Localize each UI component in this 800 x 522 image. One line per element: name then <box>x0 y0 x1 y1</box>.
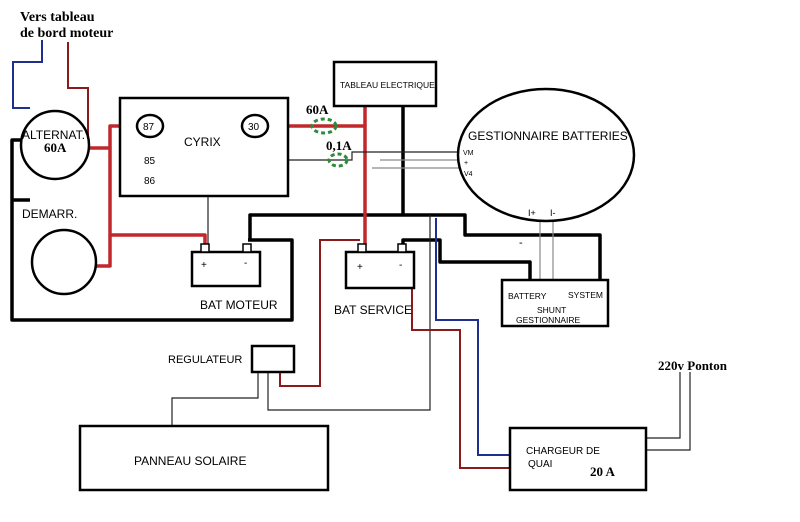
iplus-label: I+ <box>528 208 536 218</box>
battery-manager-label: GESTIONNAIRE BATTERIES <box>468 129 628 143</box>
shore-charger-label-line1: CHARGEUR DE <box>526 446 600 457</box>
fuse-01a <box>327 152 349 168</box>
electrical-panel-label: TABLEAU ELECTRIQUE <box>340 80 435 90</box>
terminal-86-label: 86 <box>144 176 156 187</box>
starter-motor <box>30 228 98 296</box>
iminus-label: I- <box>550 208 556 218</box>
battery-manager <box>456 87 636 223</box>
service-battery-positive-post <box>357 243 367 253</box>
shore-charger <box>508 426 648 492</box>
dashboard-label-line1: Vers tableau <box>20 10 95 25</box>
engine-battery-negative-post <box>242 243 252 253</box>
shore-power-label: 220v Ponton <box>658 358 728 373</box>
fuse-60a <box>310 117 338 135</box>
electrical-panel <box>332 60 438 108</box>
charger-red-wire <box>411 262 510 469</box>
starter-label: DEMARR. <box>22 207 77 221</box>
shunt <box>500 278 610 328</box>
dashboard-red-wire <box>67 42 89 140</box>
dashboard-label-line2: de bord moteur <box>20 26 113 41</box>
terminal-85-label: 85 <box>144 156 156 167</box>
fuse-60a-label: 60A <box>306 102 329 117</box>
engine-battery-minus: - <box>244 258 247 269</box>
shunt-label-line1: SHUNT <box>537 305 566 315</box>
terminal-87-label: 87 <box>143 122 155 133</box>
regulator-label: REGULATEUR <box>168 354 242 366</box>
terminal-87 <box>135 113 165 139</box>
cyrix-label: CYRIX <box>184 135 221 149</box>
engine-battery-positive-post <box>200 243 210 253</box>
alternator-label: ALTERNAT. <box>22 128 85 142</box>
shore-charger-rating: 20 A <box>590 464 616 479</box>
service-battery-minus: - <box>399 260 402 271</box>
shunt-battery-label: BATTERY <box>508 291 547 301</box>
vm-terminal-label: VM <box>463 150 474 157</box>
ground-bus-service <box>401 238 532 285</box>
reg-wire-red <box>279 239 360 387</box>
service-battery-negative-post <box>397 243 407 253</box>
engine-battery-plus: + <box>201 260 207 271</box>
regulator <box>250 344 296 374</box>
shunt-label-line2: GESTIONNAIRE <box>516 315 581 325</box>
engine-battery <box>190 250 262 288</box>
shore-charger-label-line2: QUAI <box>528 459 552 470</box>
engine-battery-label: BAT MOTEUR <box>200 298 278 312</box>
terminal-30 <box>240 113 270 139</box>
shunt-system-label: SYSTEM <box>568 290 603 300</box>
alternator <box>19 109 91 181</box>
red-starter <box>96 235 112 268</box>
red-alt-to-batmoteur <box>108 148 207 245</box>
ground-bus-main <box>248 213 602 285</box>
solar-wire-2 <box>267 215 431 411</box>
ground-bus-engine <box>10 138 294 322</box>
plus-terminal-label: + <box>464 160 468 167</box>
service-battery-plus: + <box>357 262 363 273</box>
solar-wire-1 <box>171 370 259 426</box>
service-battery <box>344 250 416 290</box>
solar-panel-label: PANNEAU SOLAIRE <box>134 454 246 468</box>
dashboard-blue-wire <box>12 40 43 109</box>
terminal-30-label: 30 <box>248 122 260 133</box>
service-battery-label: BAT SERVICE <box>334 303 412 317</box>
shore-power-wire-1 <box>646 372 681 439</box>
manager-minus-label: - <box>519 237 523 249</box>
alternator-rating: 60A <box>44 140 67 155</box>
fuse-01a-label: 0,1A <box>326 138 352 153</box>
shore-power-wire-2 <box>646 372 691 451</box>
charger-blue-wire <box>435 218 510 456</box>
solar-panel <box>78 424 330 492</box>
v4-terminal-label: V4 <box>464 171 473 178</box>
